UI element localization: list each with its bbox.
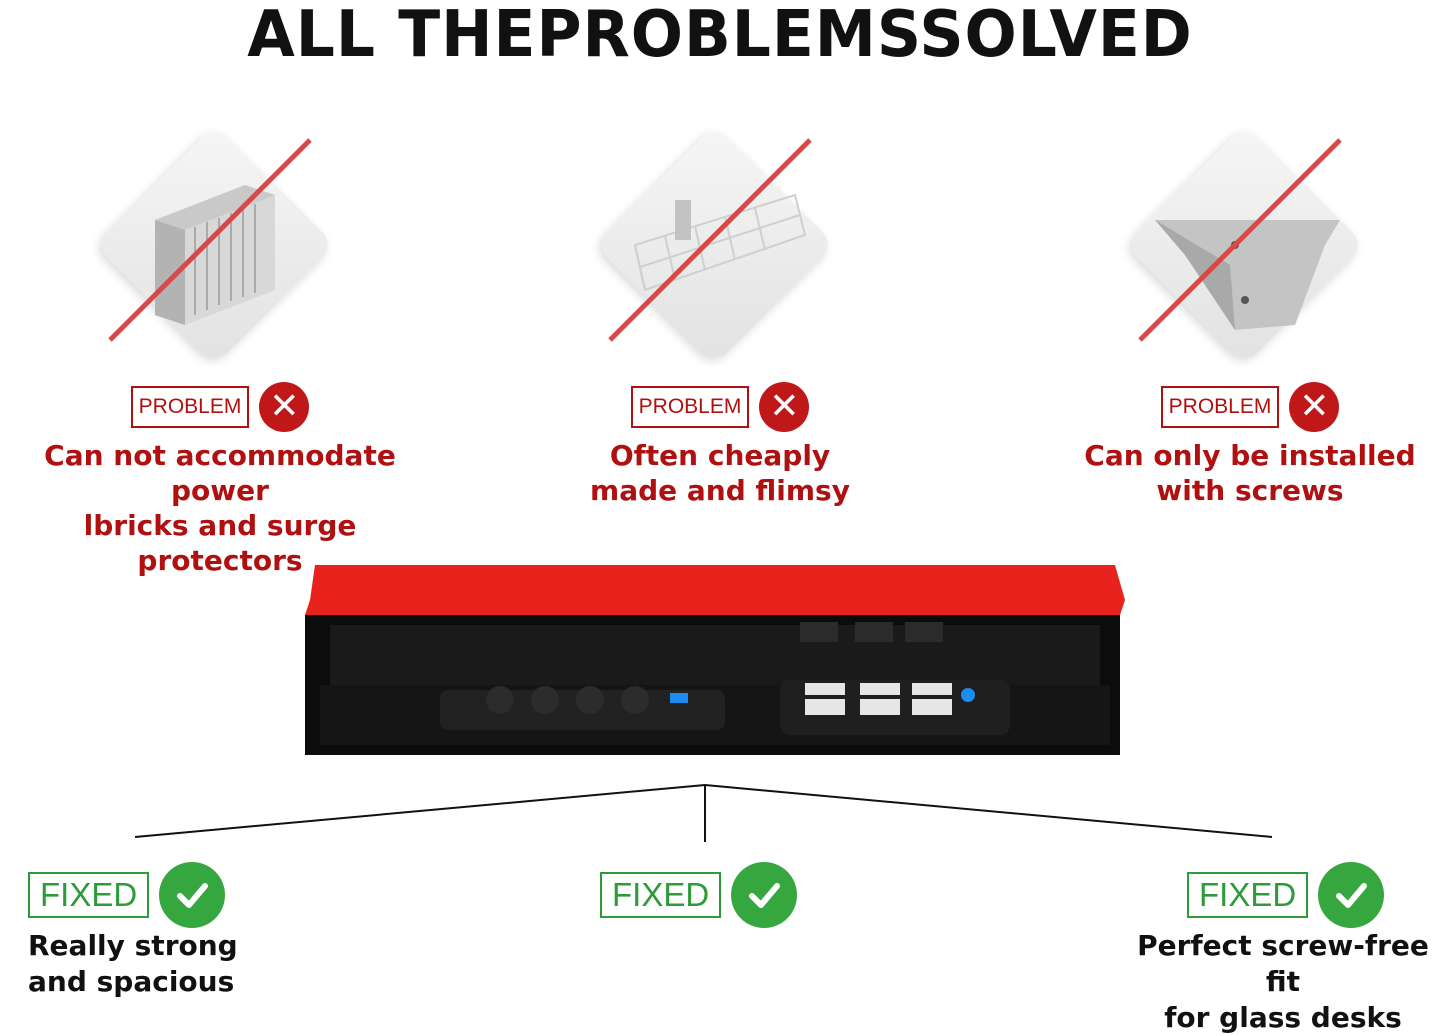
check-icon	[731, 862, 798, 928]
check-icon	[159, 862, 226, 928]
fixed-tag: FIXED	[1187, 872, 1309, 918]
page-title: ALL THEPROBLEMSSOLVED	[247, 0, 1193, 72]
connector-lines	[134, 784, 1273, 842]
problem-tag: PROBLEM	[130, 386, 250, 428]
problem-description: Often cheaply made and flimsy	[590, 439, 850, 507]
cable-duct-icon	[94, 124, 336, 366]
cable-tray-product-image	[305, 565, 1125, 755]
fix-description-1: Really strong and spacious	[28, 929, 238, 998]
problem-card-3: PROBLEM ✕ Can only be installed with scr…	[1030, 120, 1440, 520]
problem-description: Can only be installed with screws	[1084, 439, 1416, 507]
fixed-badge-1: FIXED	[28, 862, 226, 928]
check-icon	[1318, 862, 1385, 928]
wire-basket-tray-icon	[594, 124, 836, 366]
fixed-badge-3: FIXED	[1187, 862, 1385, 928]
problem-card-2: PROBLEM ✕ Often cheaply made and flimsy	[500, 120, 940, 520]
problem-description: Can not accommodate power lbricks and su…	[44, 439, 396, 577]
fix-description-3: Perfect screw-free fit for glass desks	[1137, 929, 1429, 1034]
problem-tag: PROBLEM	[1160, 386, 1280, 428]
fixed-tag: FIXED	[28, 872, 150, 918]
problem-card-1: PROBLEM ✕ Can not accommodate power lbri…	[0, 120, 440, 577]
x-icon: ✕	[759, 382, 810, 432]
fixed-badge-2: FIXED	[600, 862, 798, 928]
problem-tag: PROBLEM	[630, 386, 750, 428]
metal-tray-icon	[1124, 124, 1366, 366]
x-icon: ✕	[259, 382, 310, 432]
fixed-tag: FIXED	[600, 872, 722, 918]
x-icon: ✕	[1289, 382, 1340, 432]
